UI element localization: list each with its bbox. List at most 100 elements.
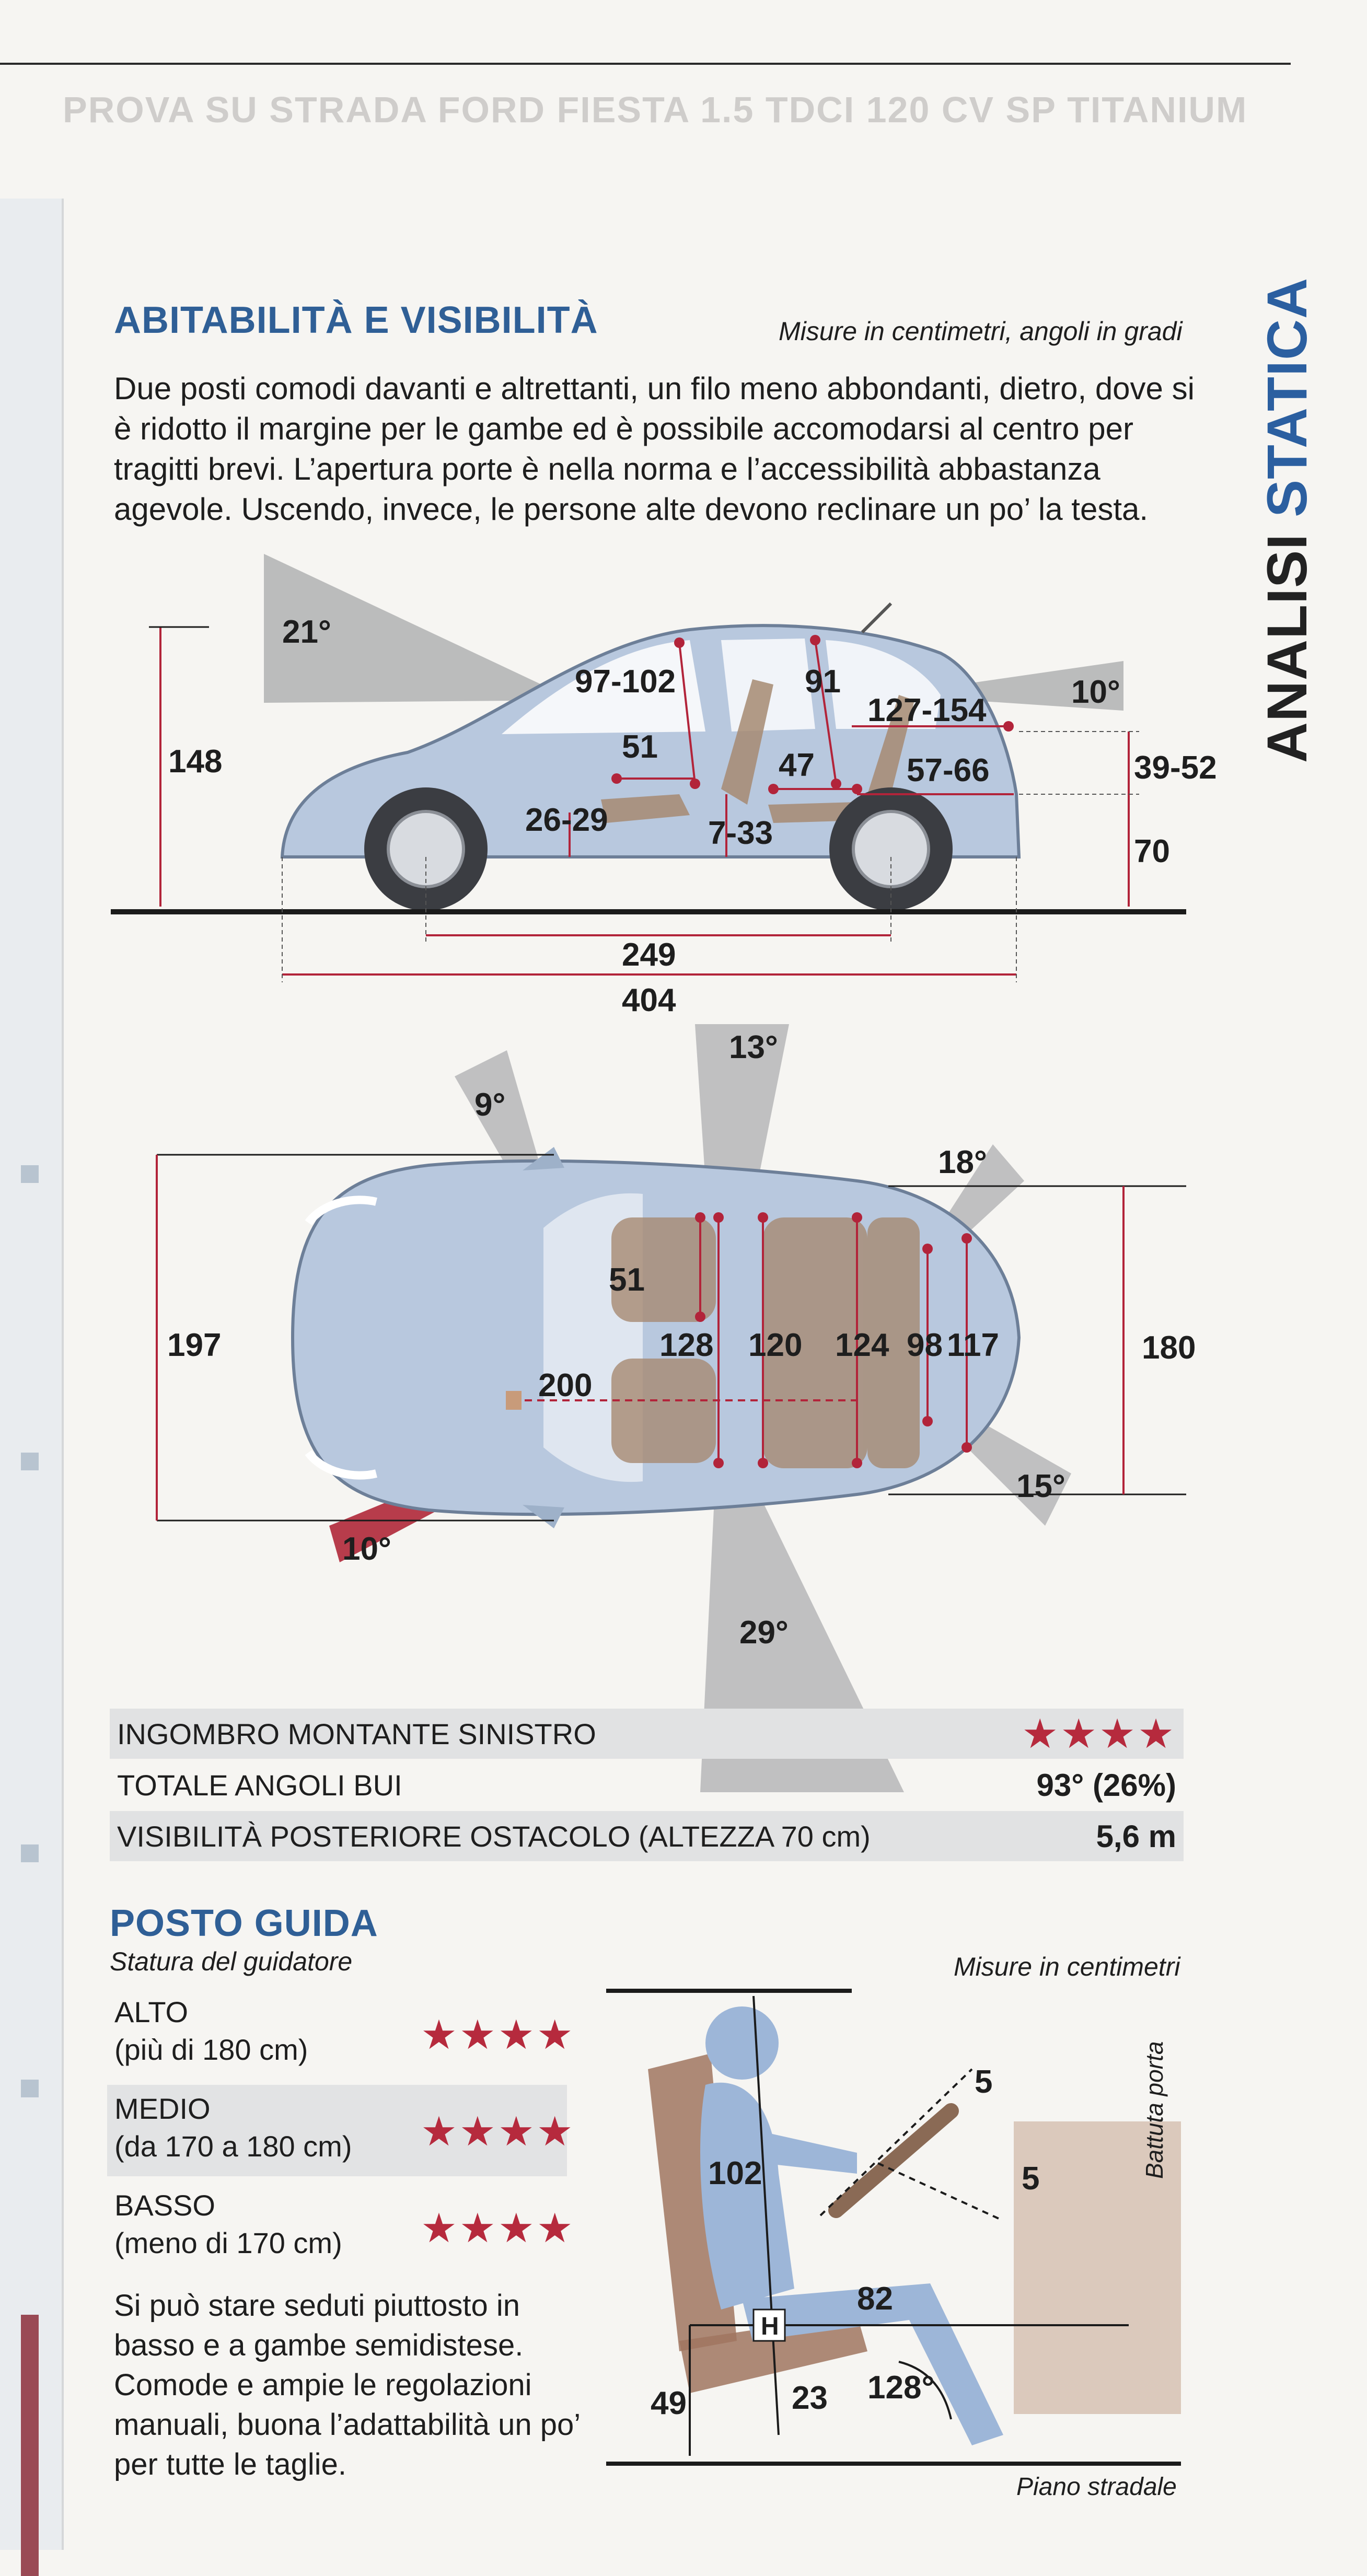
wheel-adjust-line-1	[819, 2068, 973, 2217]
visibility-value: 5,6 m	[1096, 1818, 1176, 1854]
mirror-right	[523, 1505, 564, 1528]
strip-block	[21, 2080, 39, 2097]
size-stars: ★★★★	[421, 2205, 575, 2251]
pedal-marker	[506, 1391, 522, 1410]
dim-pedal-reach: 82	[857, 2281, 893, 2317]
dim-line-head	[752, 1995, 780, 2435]
posto-guida-subtitle: Statura del guidatore	[110, 1947, 353, 1976]
posto-guida-description: Si può stare seduti piuttosto in basso e…	[114, 2289, 580, 2481]
interior-measure-dots	[611, 635, 1014, 794]
headlights	[305, 1196, 377, 1480]
dim-width-mirrors: 197	[167, 1327, 221, 1363]
left-page-strip	[0, 199, 64, 2576]
seats-top	[611, 1217, 920, 1468]
dim-rear-legroom: 127-154	[867, 692, 987, 728]
driver-arm	[763, 2132, 857, 2174]
driving-position-diagram: H 102 82 49 23 128° 5 5 Battuta porta Pi…	[606, 1989, 1181, 2498]
abitabilita-units-note: Misure in centimetri, angoli in gradi	[779, 317, 1183, 346]
sight-wedge-front	[264, 554, 575, 703]
angle-top-pillar: 13°	[729, 1029, 778, 1065]
posto-guida-title: POSTO GUIDA	[110, 1902, 378, 1944]
dim-seat-height-rear: 7-33	[708, 815, 773, 851]
angle-rear: 10°	[1071, 674, 1120, 710]
dim-length: 404	[622, 982, 676, 1018]
visibility-value: 93° (26%)	[1036, 1767, 1176, 1803]
size-label: ALTO	[114, 1995, 189, 2028]
dim-height-total: 148	[168, 744, 222, 780]
visibility-label: TOTALE ANGOLI BUI	[117, 1768, 402, 1802]
dim-width-body: 180	[1142, 1330, 1196, 1366]
size-range: (da 170 a 180 cm)	[114, 2130, 352, 2163]
dim-cabin-length: 200	[538, 1367, 592, 1403]
dim-wheel-adjust-2: 5	[1022, 2161, 1039, 2197]
dim-seat-width: 51	[609, 1262, 645, 1298]
size-stars: ★★★★	[421, 2108, 575, 2154]
dim-cushion-height: 23	[792, 2380, 828, 2416]
door-label: Battuta porta	[1141, 2041, 1168, 2179]
driver-size-row-medio: MEDIO (da 170 a 180 cm) ★★★★	[107, 2085, 573, 2176]
driver-leg	[742, 2283, 1003, 2445]
visibility-row: VISIBILITÀ POSTERIORE OSTACOLO (ALTEZZA …	[110, 1811, 1184, 1861]
size-range: (più di 180 cm)	[114, 2033, 308, 2066]
dim-rear-width: 124	[835, 1327, 889, 1363]
top-measure-dots	[695, 1212, 972, 1468]
strip-block	[21, 1453, 39, 1470]
dim-front-seat-depth: 51	[622, 729, 658, 765]
top-view-diagram: 197 180 13° 9° 18° 15° 10° 29° 51 128 20…	[156, 1024, 1196, 1792]
top-rule	[0, 63, 1291, 65]
antenna	[861, 602, 893, 634]
dim-boot-width-2: 117	[947, 1327, 999, 1363]
dim-knee-angle: 128°	[867, 2370, 934, 2406]
steering-column	[828, 2103, 959, 2218]
dim-front-shoulder: 128	[659, 1327, 713, 1363]
angle-bottom-pillar: 29°	[739, 1615, 789, 1651]
size-range: (meno di 170 cm)	[114, 2226, 342, 2259]
top-measure-lines	[512, 1217, 968, 1463]
dim-head-height: 102	[708, 2155, 762, 2191]
ghost-header: PROVA SU STRADA FORD FIESTA 1.5 TDCI 120…	[63, 89, 1248, 130]
dim-boot-width-1: 98	[907, 1327, 943, 1363]
mirror-left	[523, 1147, 564, 1170]
driver-size-row-basso: BASSO (meno di 170 cm) ★★★★	[107, 2182, 573, 2273]
rear-seat-back	[867, 695, 914, 805]
size-stars: ★★★★	[421, 2012, 575, 2058]
angle-rear-right: 18°	[938, 1144, 987, 1180]
dim-headroom-rear: 91	[805, 664, 841, 700]
visibility-row: TOTALE ANGOLI BUI 93° (26%)	[110, 1760, 1184, 1810]
dim-boot-sill: 70	[1134, 833, 1170, 869]
angle-left-mirror: 9°	[474, 1087, 505, 1123]
door-panel	[1014, 2121, 1181, 2414]
road-label: Piano stradale	[1016, 2473, 1177, 2498]
visibility-label: VISIBILITÀ POSTERIORE OSTACOLO (ALTEZZA …	[117, 1819, 871, 1853]
dim-rear-opening: 57-66	[907, 752, 990, 788]
posto-guida-units-note: Misure in centimetri	[954, 1952, 1180, 1981]
dim-headroom-front: 97-102	[575, 664, 676, 700]
front-seat-back	[721, 679, 773, 805]
driver-size-row-alto: ALTO (più di 180 cm) ★★★★	[107, 1988, 573, 2080]
knee-angle-arc	[898, 2361, 952, 2420]
dim-rear-seat-depth: 47	[779, 747, 815, 783]
side-view-diagram: 148 249 404 39-52 70 21° 10° 97-102 91 1…	[111, 554, 1217, 1018]
dim-boot-range: 39-52	[1134, 750, 1217, 786]
driver-torso	[700, 2082, 794, 2310]
size-label: MEDIO	[114, 2092, 211, 2125]
size-label: BASSO	[114, 2189, 215, 2222]
driver-head	[705, 2006, 779, 2080]
strip-block	[21, 1165, 39, 1183]
dim-wheelbase: 249	[622, 937, 676, 973]
wheel-adjust-line-2	[877, 2162, 1004, 2222]
angle-front-low: 10°	[342, 1531, 391, 1567]
abitabilita-title: ABITABILITÀ E VISIBILITÀ	[114, 299, 598, 341]
dim-rear-shoulder-front: 120	[748, 1327, 802, 1363]
interior-measure-lines	[569, 640, 1014, 857]
dim-seat-height-front: 26-29	[525, 802, 608, 838]
visibility-row: INGOMBRO MONTANTE SINISTRO ★★★★	[110, 1709, 1184, 1759]
dim-wheel-adjust-1: 5	[975, 2064, 992, 2100]
strip-block	[21, 1844, 39, 1862]
h-point: H	[761, 2313, 779, 2340]
visibility-stars: ★★★★	[1022, 1711, 1176, 1757]
visibility-label: INGOMBRO MONTANTE SINISTRO	[117, 1717, 596, 1750]
angle-front: 21°	[282, 614, 331, 650]
abitabilita-intro: Due posti comodi davanti e altrettanti, …	[114, 371, 1195, 527]
windscreen	[502, 640, 705, 734]
